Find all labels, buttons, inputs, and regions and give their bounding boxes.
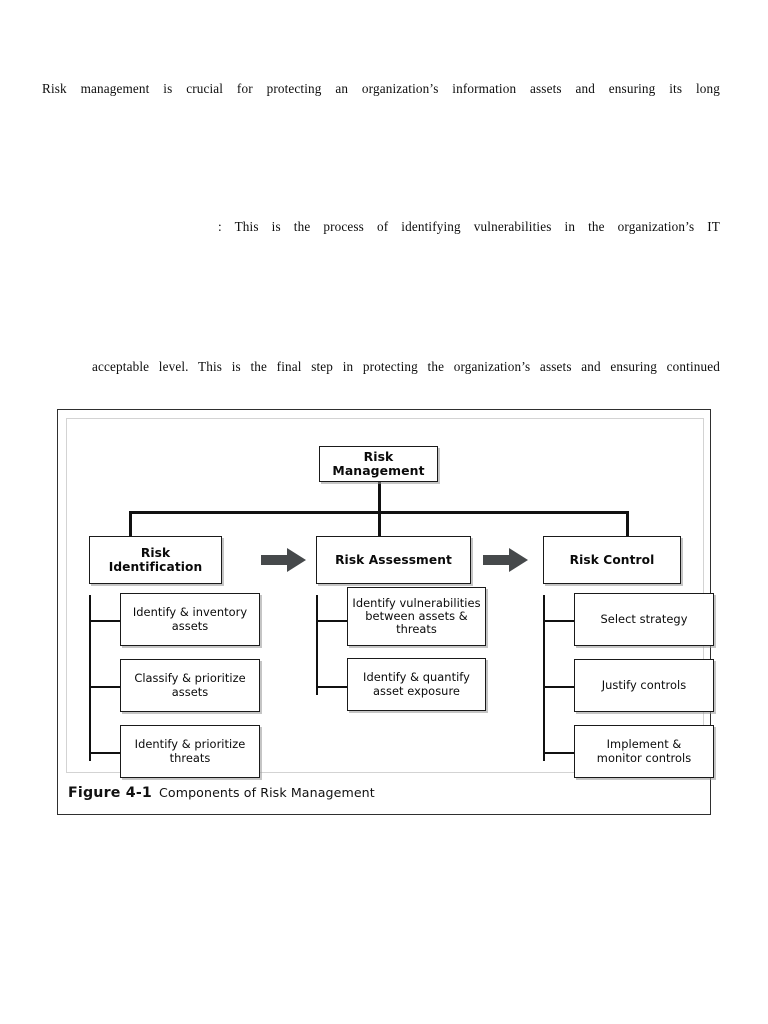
figure-frame: Risk Management Risk Identification Risk… <box>57 409 714 815</box>
connector-stub-control-1 <box>543 620 575 623</box>
node-identify-vulnerabilities[interactable]: Identify vulnerabilities between assets … <box>347 587 486 646</box>
node-implement-monitor-controls[interactable]: Implement & monitor controls <box>574 725 714 778</box>
connector-drop-control <box>626 511 629 537</box>
arrow-assessment-to-control <box>483 547 529 573</box>
node-select-strategy-label: Select strategy <box>600 611 688 626</box>
connector-stub-identification-1 <box>89 620 121 623</box>
line: Classify & prioritize <box>134 671 246 686</box>
node-risk-control[interactable]: Risk Control <box>543 536 681 584</box>
figure-caption-label: Figure 4-1 <box>68 785 153 801</box>
node-identify-inventory-assets[interactable]: Identify & inventory assets <box>120 593 260 646</box>
connector-stub-control-2 <box>543 686 575 689</box>
risk-management-diagram: Risk Management Risk Identification Risk… <box>67 419 714 778</box>
node-risk-identification-label: Risk Identification <box>109 546 203 574</box>
line: Identify & inventory <box>132 605 248 620</box>
body-paragraph-line-3: acceptable level. This is the final step… <box>92 359 720 374</box>
connector-drop-assessment <box>378 511 381 537</box>
node-justify-controls[interactable]: Justify controls <box>574 659 714 712</box>
node-identify-inventory-assets-label: Identify & inventory assets <box>133 606 247 632</box>
line: asset exposure <box>373 683 460 698</box>
node-identify-prioritize-threats-label: Identify & prioritize threats <box>135 738 246 764</box>
line: threats <box>169 750 211 765</box>
node-identify-prioritize-threats[interactable]: Identify & prioritize threats <box>120 725 260 778</box>
node-identify-quantify-exposure[interactable]: Identify & quantify asset exposure <box>347 658 486 711</box>
line: Implement & <box>606 737 682 752</box>
figure-caption: Figure 4-1 Components of Risk Management <box>68 785 688 801</box>
connector-stub-assessment-1 <box>316 620 348 623</box>
node-select-strategy[interactable]: Select strategy <box>574 593 714 646</box>
connector-trunk-assessment <box>316 595 319 695</box>
node-implement-monitor-controls-label: Implement & monitor controls <box>597 738 691 764</box>
node-identify-quantify-exposure-label: Identify & quantify asset exposure <box>363 671 470 697</box>
line: Identify & prioritize <box>134 737 246 752</box>
node-justify-controls-label: Justify controls <box>601 677 687 692</box>
connector-stub-identification-3 <box>89 752 121 755</box>
node-classify-prioritize-assets-label: Classify & prioritize assets <box>134 672 245 698</box>
node-risk-assessment[interactable]: Risk Assessment <box>316 536 471 584</box>
line: threats <box>396 622 437 637</box>
body-paragraph-line-2: : This is the process of identifying vul… <box>218 219 720 234</box>
line: between assets & <box>365 608 468 623</box>
line: monitor controls <box>596 750 692 765</box>
line: Identification <box>108 560 203 574</box>
node-risk-assessment-label: Risk Assessment <box>335 552 452 567</box>
line: assets <box>171 684 209 699</box>
line: assets <box>171 618 209 633</box>
node-risk-management[interactable]: Risk Management <box>319 446 438 482</box>
connector-stub-control-3 <box>543 752 575 755</box>
connector-drop-identification <box>129 511 132 537</box>
figure-caption-title: Components of Risk Management <box>159 785 375 800</box>
connector-stub-assessment-2 <box>316 686 348 689</box>
connector-trunk-identification <box>89 595 92 761</box>
node-identify-vulnerabilities-label: Identify vulnerabilities between assets … <box>352 595 481 637</box>
node-risk-management-label: Risk Management <box>332 448 425 478</box>
arrow-identification-to-assessment <box>261 547 307 573</box>
figure-inner-border: Risk Management Risk Identification Risk… <box>66 418 714 778</box>
line: Identify & quantify <box>363 670 470 685</box>
body-paragraph-line-1: Risk management is crucial for protectin… <box>42 81 720 96</box>
connector-trunk-control <box>543 595 546 761</box>
node-risk-control-label: Risk Control <box>569 552 655 567</box>
node-risk-identification[interactable]: Risk Identification <box>89 536 222 584</box>
connector-root-stem <box>378 481 381 513</box>
connector-stub-identification-2 <box>89 686 121 689</box>
node-classify-prioritize-assets[interactable]: Classify & prioritize assets <box>120 659 260 712</box>
line: Identify vulnerabilities <box>352 595 481 610</box>
line: Risk <box>140 545 171 560</box>
